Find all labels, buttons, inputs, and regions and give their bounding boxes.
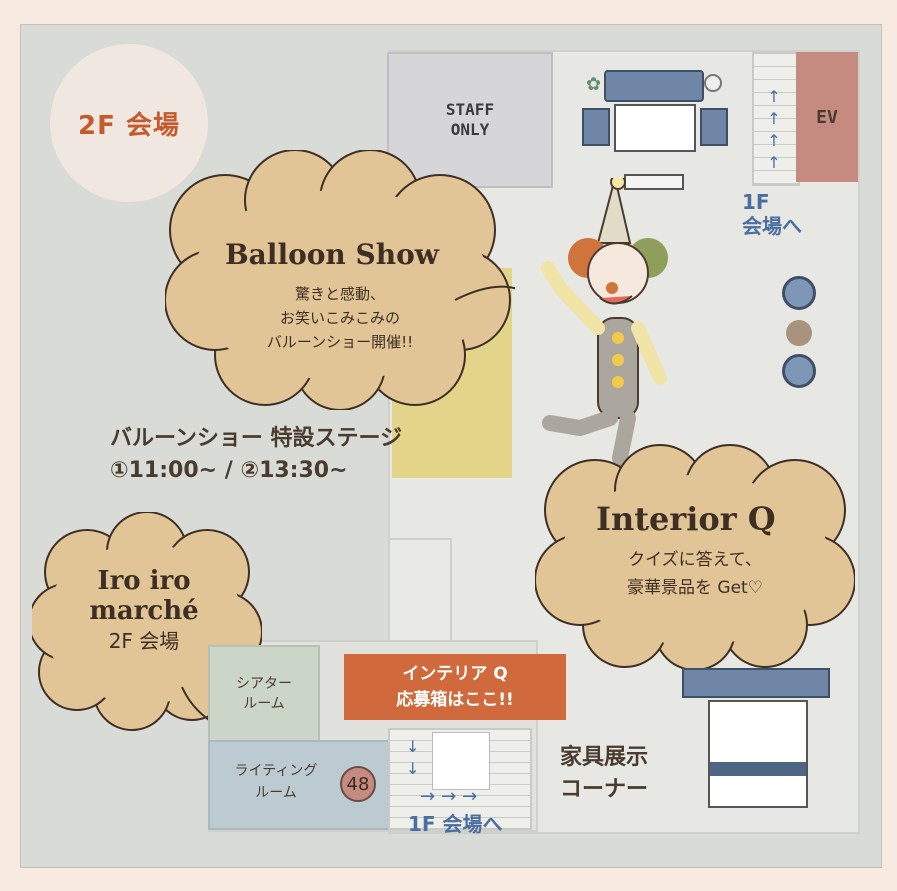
to-1f-top-link[interactable]: 1F 会場へ <box>742 190 802 238</box>
lamp-icon <box>704 74 722 92</box>
iroiro-line2: marché <box>89 596 199 626</box>
bed-headboard <box>682 668 830 698</box>
stair-void <box>432 732 490 790</box>
round-chair-bottom <box>782 354 816 388</box>
stage-times: ①11:00~ / ②13:30~ <box>110 458 348 483</box>
iroiro-text: Iro iro marché 2F 会場 <box>55 566 233 656</box>
furniture-exhibit-label: 家具展示 コーナー <box>560 742 648 806</box>
booth-number-badge: 48 <box>340 766 376 802</box>
lighting-room-line1: ライティング <box>234 763 318 779</box>
interior-q-cloud <box>535 444 855 670</box>
ev-label: EV <box>816 106 838 128</box>
coffee-table <box>614 104 696 152</box>
armchair-left <box>582 108 610 146</box>
armchair-right <box>700 108 728 146</box>
down-arrows-icon: ↓↓ <box>406 737 420 778</box>
round-table <box>786 320 812 346</box>
booth-number: 48 <box>346 773 370 795</box>
furniture-exhibit-line2: コーナー <box>560 777 649 802</box>
entry-box-sign: インテリア Q 応募箱はここ!! <box>344 654 566 720</box>
entry-box-line2: 応募箱はここ!! <box>396 690 514 710</box>
lighting-room-label: ライティング ルーム <box>216 760 336 804</box>
to-1f-top-line2: 会場へ <box>742 214 802 238</box>
staff-only-line2: ONLY <box>450 120 490 139</box>
balloon-show-line2: お笑いこみこみの <box>279 309 400 327</box>
bed-mattress <box>708 700 808 808</box>
lighting-room-line2: ルーム <box>255 785 297 801</box>
elevator: EV <box>796 52 858 182</box>
interior-q-desc: クイズに答えて、 豪華景品を Get♡ <box>570 546 820 602</box>
theater-room: シアター ルーム <box>208 645 320 743</box>
bed-stripe <box>710 762 806 776</box>
stairs-top-right <box>752 52 800 186</box>
stage-name: バルーンショー 特設ステージ <box>110 426 403 451</box>
interior-q-line1: クイズに答えて、 <box>628 550 762 570</box>
interior-q-line2: 豪華景品を Get♡ <box>627 578 763 598</box>
sofa-back <box>604 70 704 102</box>
balloon-show-line1: 驚きと感動、 <box>294 285 385 303</box>
balloon-show-desc: 驚きと感動、 お笑いこみこみの バルーンショー開催!! <box>210 282 470 354</box>
staff-only-line1: STAFF <box>445 100 495 119</box>
furniture-exhibit-line1: 家具展示 <box>560 745 649 770</box>
plant-icon: ✿ <box>586 74 602 95</box>
to-1f-top-line1: 1F <box>742 190 770 214</box>
to-1f-bottom-link[interactable]: 1F 会場へ <box>408 812 503 836</box>
iroiro-line1: Iro iro <box>97 566 191 596</box>
round-chair-top <box>782 276 816 310</box>
theater-room-line2: ルーム <box>243 696 285 712</box>
clown-illustration <box>541 178 668 466</box>
floor-label: 2F 会場 <box>78 110 180 141</box>
floor-badge: 2F 会場 <box>50 44 208 202</box>
entry-box-line1: インテリア Q <box>402 664 508 684</box>
balloon-show-cloud <box>165 150 515 410</box>
staff-only-room: STAFF ONLY <box>387 52 553 188</box>
bed <box>682 668 830 808</box>
up-arrows-icon: ↑↑↑↑ <box>767 87 781 172</box>
sofa-set-top: ✿ <box>582 70 728 190</box>
balloon-show-line3: バルーンショー開催!! <box>266 333 414 351</box>
theater-room-line1: シアター <box>236 676 292 692</box>
interior-q-title: Interior Q <box>596 500 776 538</box>
iroiro-cloud <box>32 512 262 744</box>
balloon-show-title: Balloon Show <box>225 238 439 271</box>
iroiro-line3: 2F 会場 <box>108 629 180 653</box>
right-arrows-icon: →→→ <box>420 786 484 807</box>
